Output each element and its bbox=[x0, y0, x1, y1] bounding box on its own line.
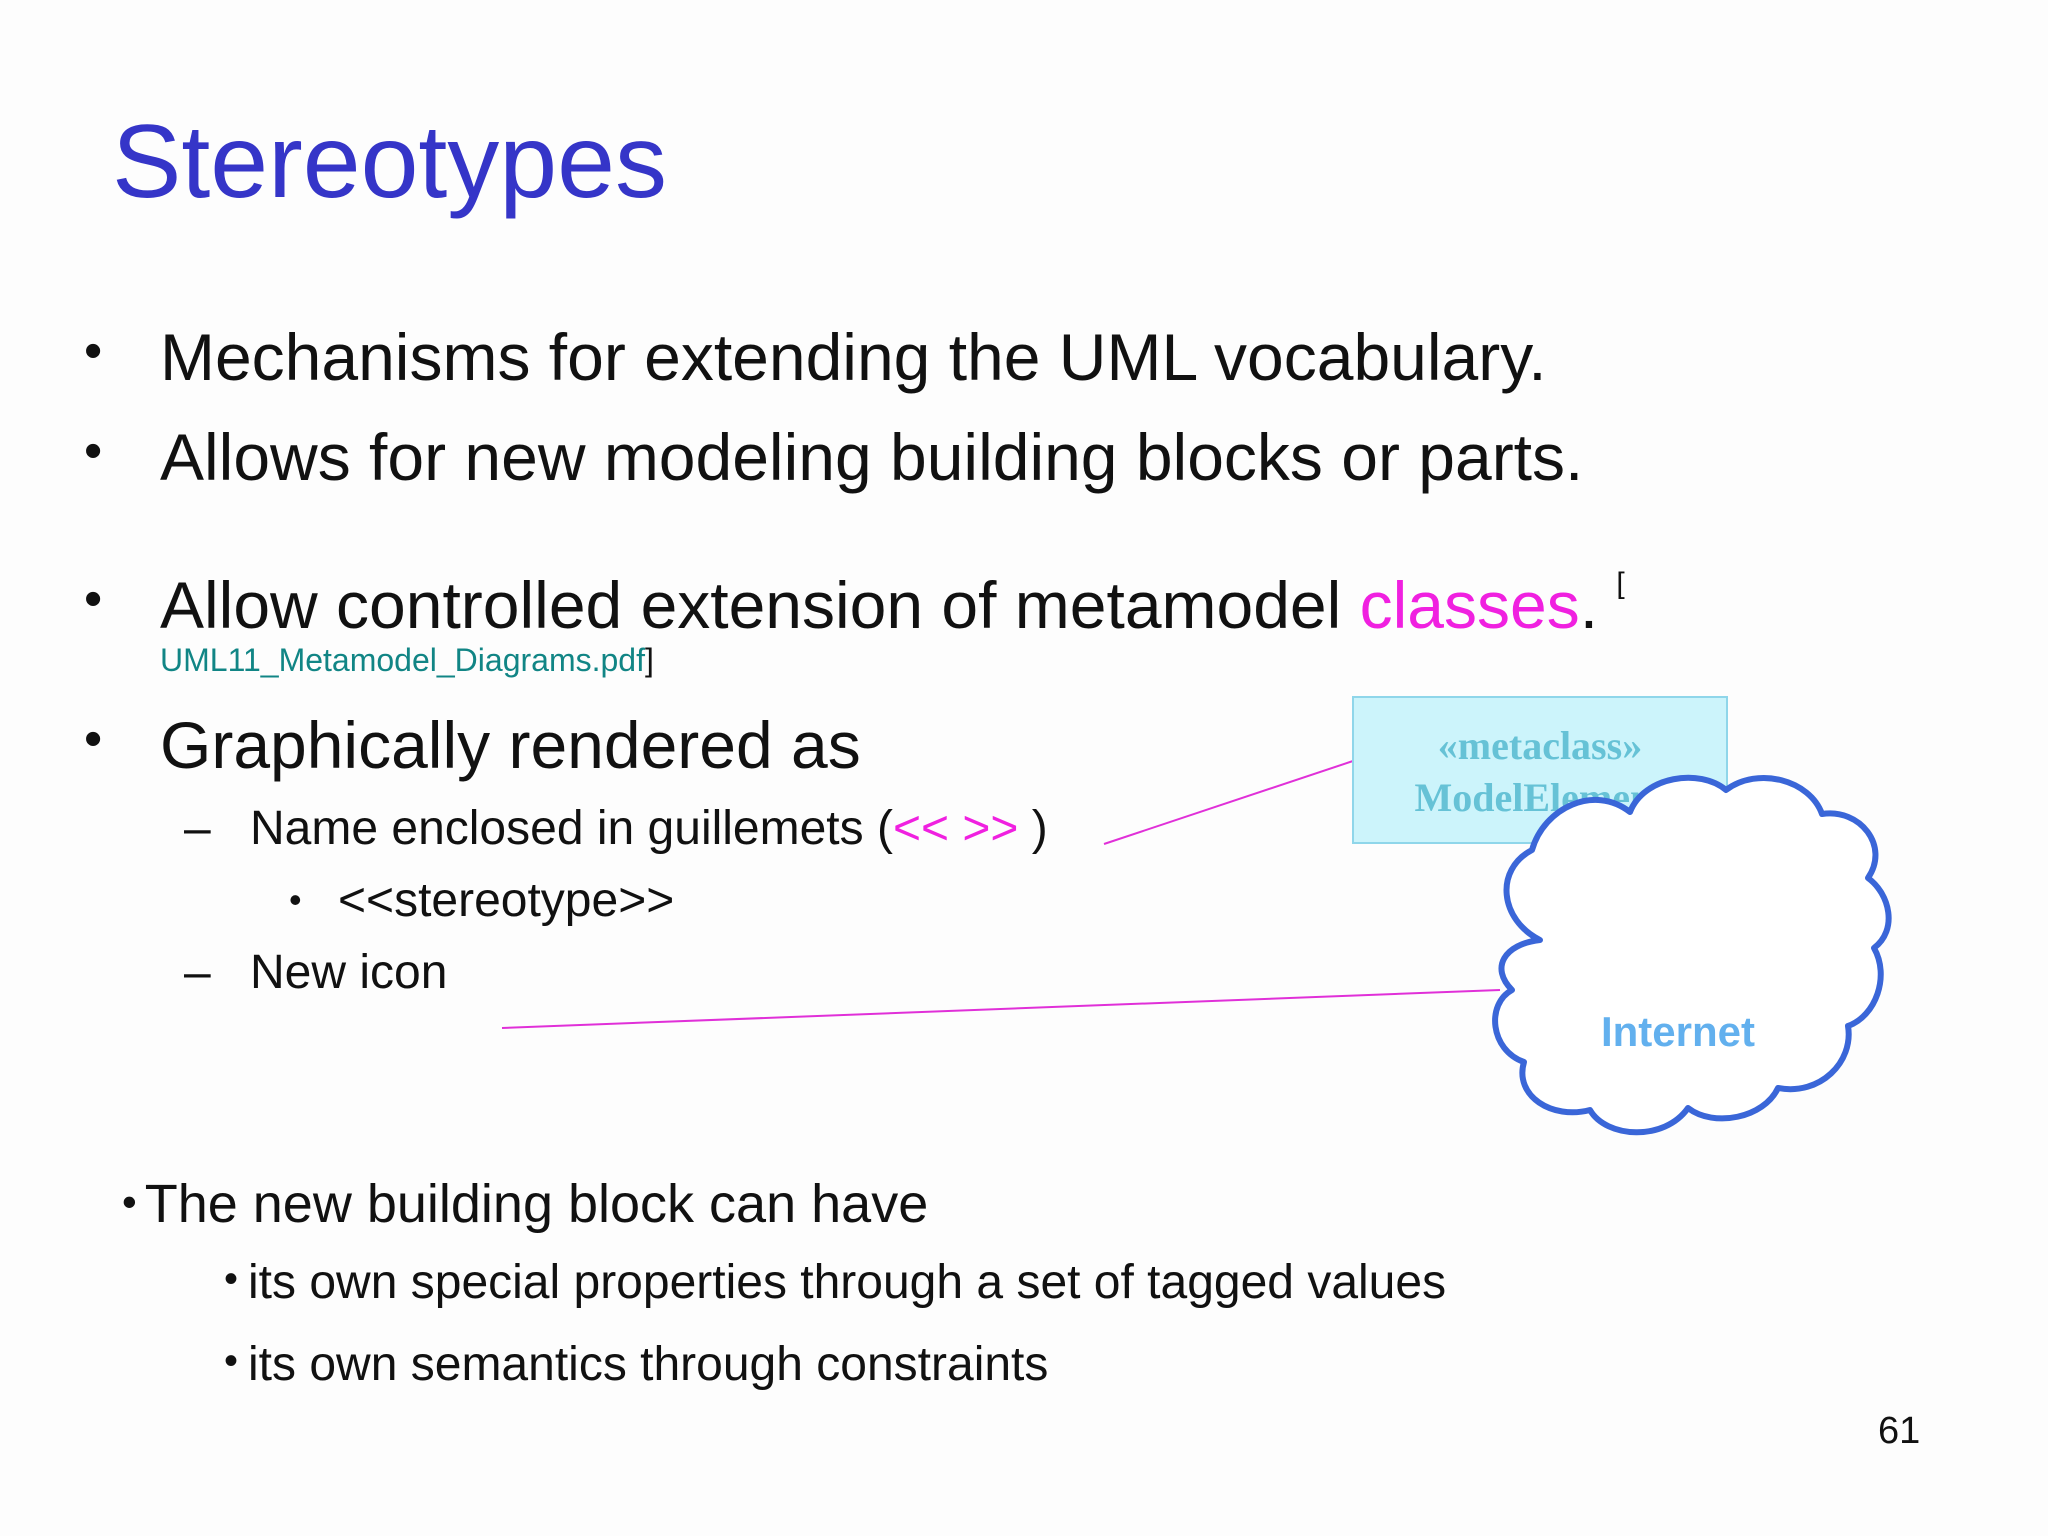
reference-line: UML11_Metamodel_Diagrams.pdf] bbox=[160, 642, 654, 679]
bullet-dot: • bbox=[224, 1339, 239, 1383]
cloud-connector-line bbox=[501, 989, 1501, 1029]
bullet-4-text: Graphically rendered as bbox=[160, 708, 861, 782]
lower-item-1: •its own special properties through a se… bbox=[224, 1254, 1446, 1312]
metaclass-connector-line bbox=[1103, 760, 1354, 845]
lower-heading: •The new building block can have bbox=[122, 1172, 928, 1237]
bullet-2-text: Allows for new modeling building blocks … bbox=[160, 420, 1584, 494]
guillemets-accent: << >> bbox=[892, 802, 1019, 855]
reference-close-bracket: ] bbox=[644, 642, 654, 678]
guillemets-suffix: ) bbox=[1018, 802, 1048, 855]
bullet-3-end: . bbox=[1579, 568, 1599, 642]
slide-title: Stereotypes bbox=[112, 104, 667, 220]
lower-item-1-text: its own special properties through a set… bbox=[248, 1256, 1447, 1309]
dash-marker: – bbox=[184, 802, 211, 855]
sub-bullet-guillemets: – Name enclosed in guillemets (<< >> ) bbox=[0, 800, 1200, 860]
lower-item-2: •its own semantics through constraints bbox=[224, 1336, 1048, 1394]
bullet-3-text: Allow controlled extension of metamodel … bbox=[160, 566, 1625, 645]
bullet-dot: • bbox=[122, 1178, 137, 1225]
bullet-dot: • bbox=[84, 570, 103, 628]
metaclass-stereotype: «metaclass» bbox=[1437, 723, 1643, 768]
bullet-3-main: Allow controlled extension of metamodel bbox=[160, 568, 1360, 642]
cloud-label: Internet bbox=[1601, 1008, 1755, 1055]
bullet-3-accent: classes bbox=[1359, 568, 1580, 642]
page-number: 61 bbox=[1878, 1410, 1921, 1452]
guillemets-prefix: Name enclosed in guillemets ( bbox=[250, 802, 893, 855]
stereotype-text: <<stereotype>> bbox=[338, 874, 675, 927]
bullet-dot: • bbox=[224, 1257, 239, 1301]
sub-bullet-guillemets-text: Name enclosed in guillemets (<< >> ) bbox=[250, 800, 1048, 858]
sub-bullet-new-icon: – New icon bbox=[0, 944, 900, 1004]
lower-item-2-text: its own semantics through constraints bbox=[248, 1338, 1049, 1391]
lower-heading-text: The new building block can have bbox=[144, 1174, 929, 1234]
reference-open-bracket: [ bbox=[1616, 567, 1625, 600]
cloud-shape bbox=[1492, 774, 1892, 1136]
bullet-dot: • bbox=[289, 879, 302, 920]
sub-sub-bullet-stereotype: • <<stereotype>> bbox=[0, 872, 900, 932]
reference-link[interactable]: UML11_Metamodel_Diagrams.pdf bbox=[160, 642, 645, 678]
bullet-1-text: Mechanisms for extending the UML vocabul… bbox=[160, 320, 1547, 394]
new-icon-text: New icon bbox=[250, 946, 448, 999]
bullet-dot: • bbox=[84, 710, 103, 768]
bullet-dot: • bbox=[84, 422, 103, 480]
bullet-dot: • bbox=[84, 322, 103, 380]
dash-marker: – bbox=[184, 946, 211, 999]
